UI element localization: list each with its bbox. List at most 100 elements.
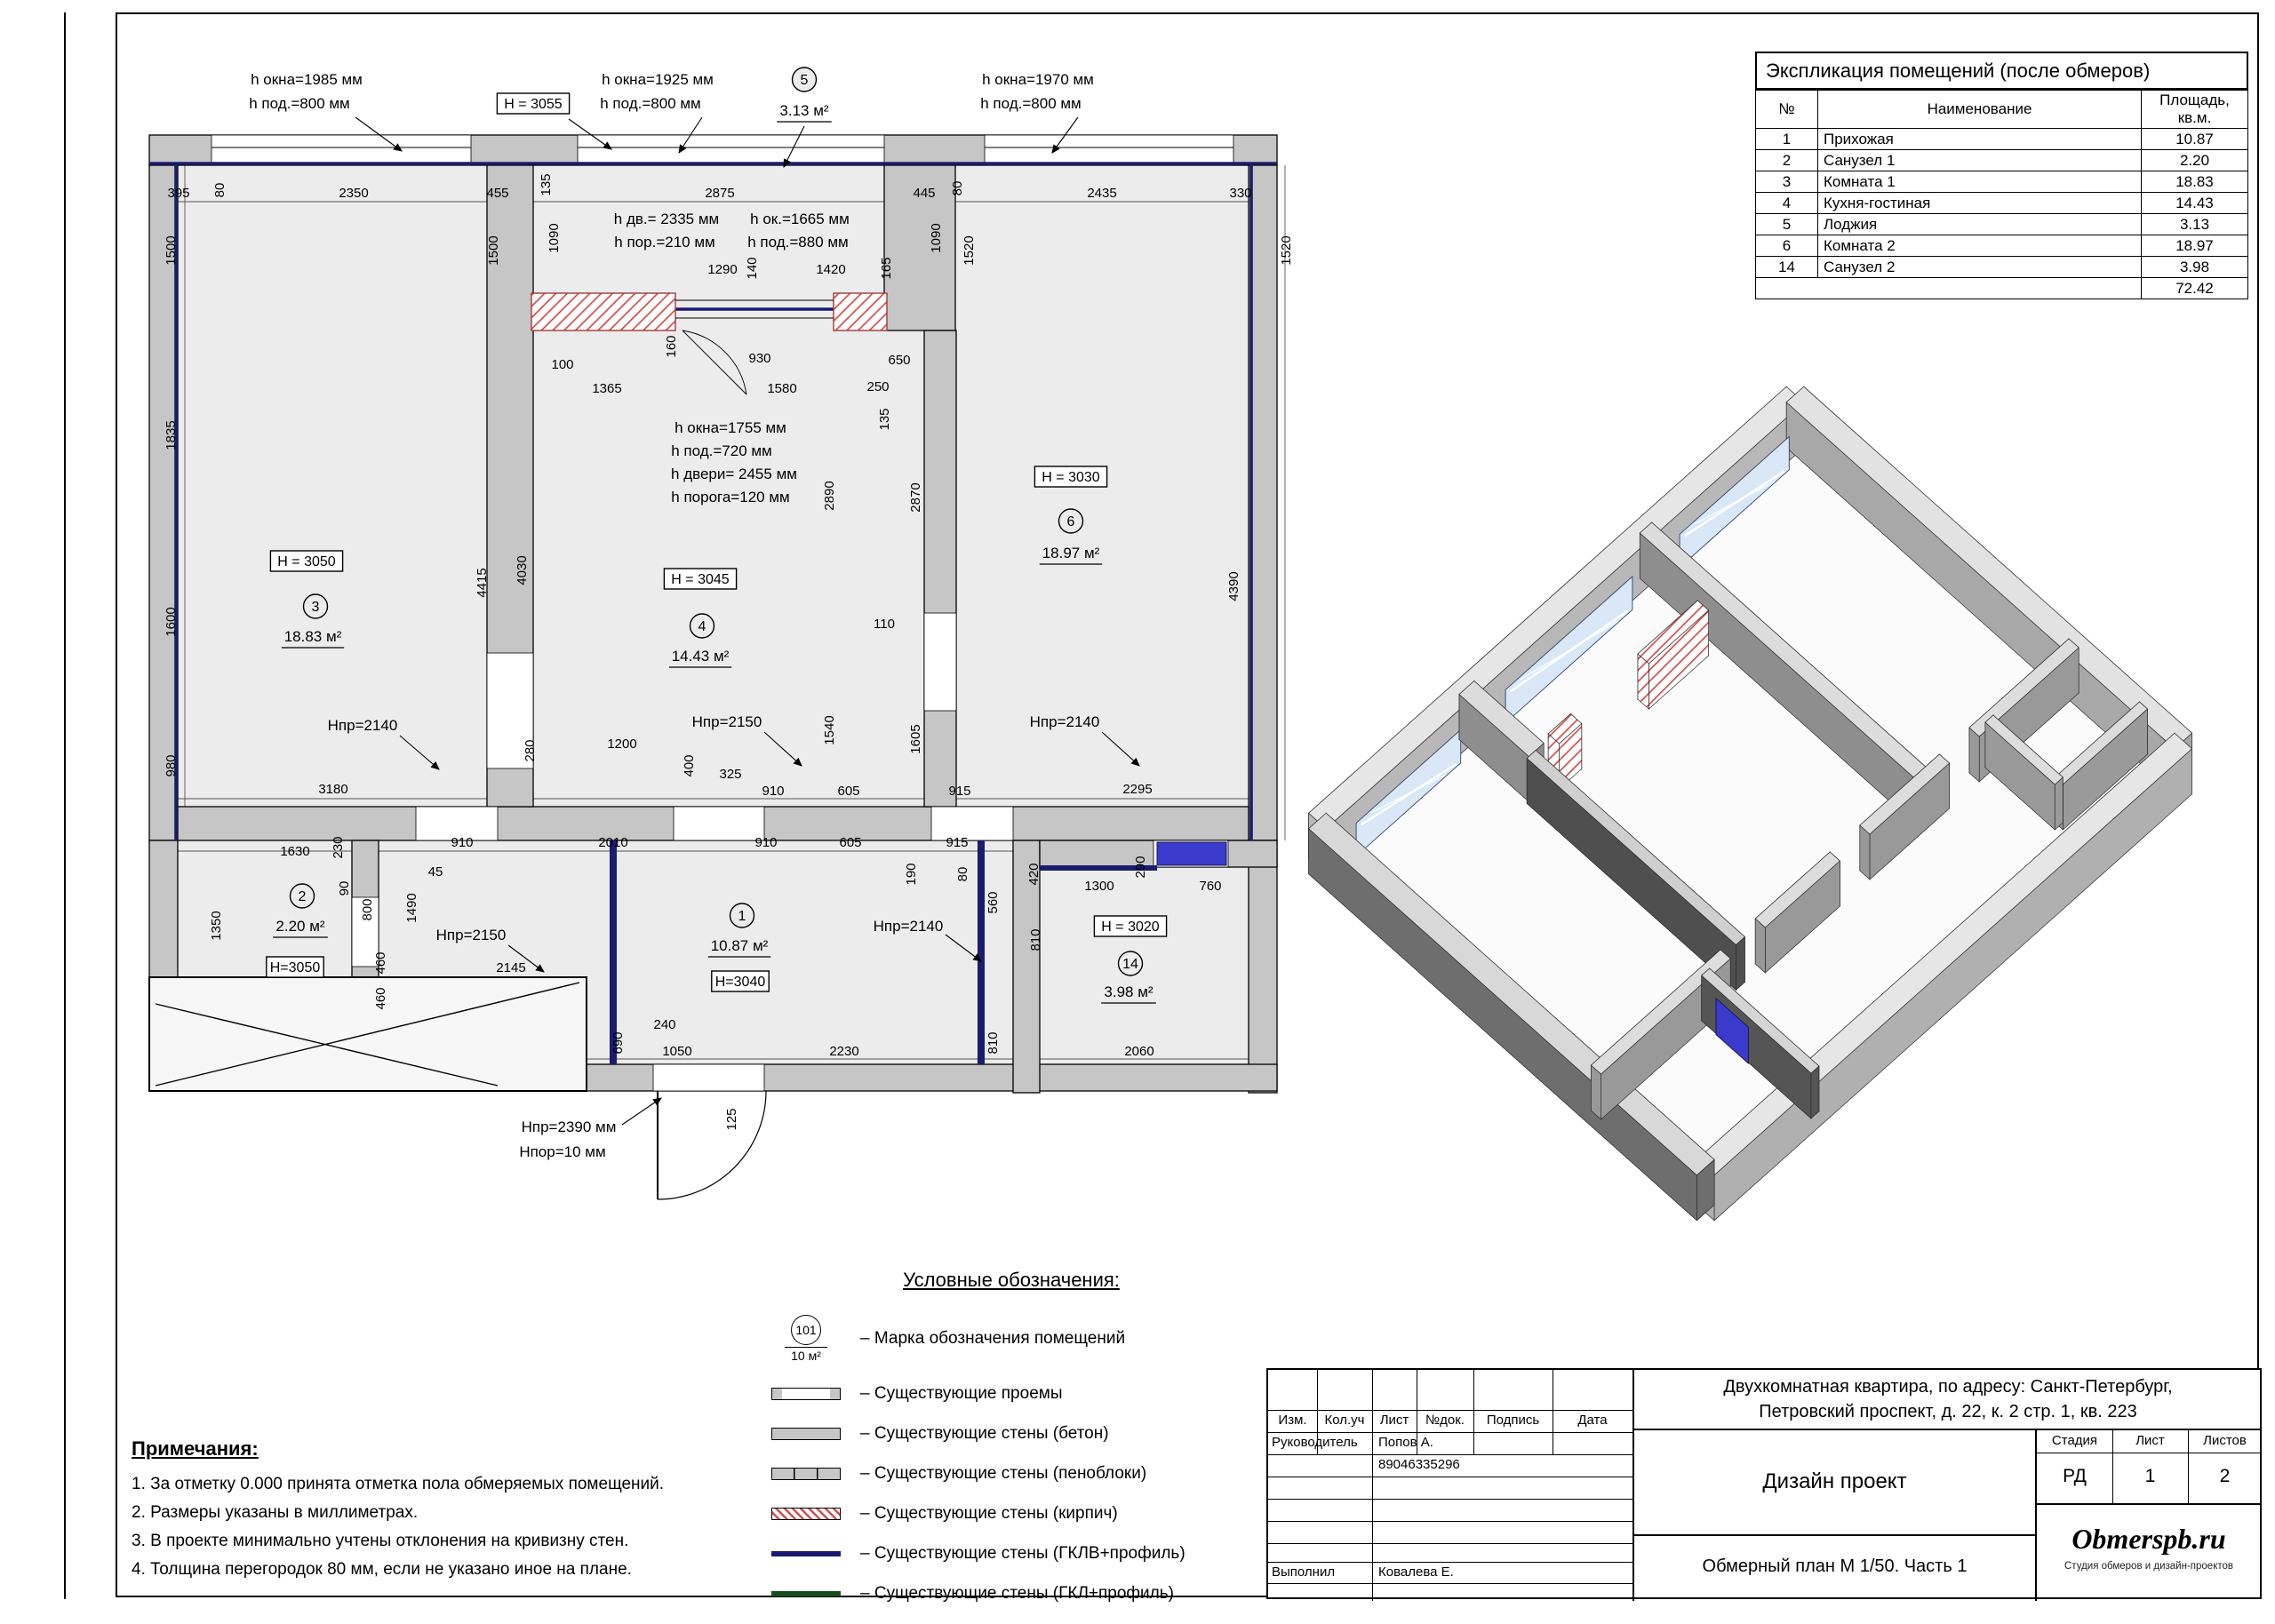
stamp-sheets-value: 2: [2219, 1466, 2231, 1486]
wall-right: [1248, 164, 1278, 841]
legend-marker-label: – Марка обозначения помещений: [860, 1329, 1126, 1348]
title-block: Изм. Кол.уч Лист №док. Подпись Дата Руко…: [1266, 1368, 2262, 1601]
legend-item-label: – Существующие стены (кирпич): [860, 1504, 1118, 1523]
plan-label: 2: [299, 889, 307, 904]
plan-label: 18.83 м²: [284, 628, 342, 645]
room-marker-area: 10 м²: [791, 1349, 821, 1363]
plan-label: 240: [653, 1017, 675, 1032]
plan-label: 2870: [908, 482, 923, 512]
plan-label: H = 3020: [1101, 919, 1159, 935]
stamp-col-koluch: Кол.уч: [1324, 1413, 1365, 1428]
legend-swatch-concrete: [771, 1428, 841, 1440]
legend-item: – Существующие стены (ГКЛ+профиль): [771, 1584, 1251, 1604]
plan-label: 810: [1028, 928, 1043, 951]
stamp-line: [1268, 1521, 1632, 1522]
room-area: 10.87: [2141, 128, 2248, 150]
loggia-door-window: [675, 299, 834, 395]
room-area: 18.83: [2141, 171, 2248, 193]
iso-wall-side: [1968, 727, 1980, 783]
wall-kitchen-room6: [923, 330, 957, 808]
wall-loggia-room6: [883, 164, 956, 331]
plan-label: 2230: [829, 1044, 858, 1059]
plan-label: H=3050: [270, 960, 321, 975]
plan-label: 6: [1067, 514, 1075, 529]
note-item: 2. Размеры указаны в миллиметрах.: [132, 1503, 419, 1522]
window-loggia: [577, 134, 885, 166]
plan-label: 560: [986, 891, 1001, 913]
plan-label: 395: [167, 186, 189, 201]
iso-window-glint: [1520, 621, 1618, 681]
window-room3: [211, 134, 472, 166]
plan-label: 910: [754, 835, 777, 850]
legend-item-label: – Существующие стены (пеноблоки): [860, 1464, 1147, 1483]
plan-label: 930: [748, 351, 770, 366]
plan-label: 80: [950, 181, 965, 196]
plan-label: 2350: [339, 186, 368, 201]
stamp-logo-text: Obmerspb.ru: [2071, 1523, 2226, 1555]
plan-label: 1350: [209, 911, 224, 940]
stamp-col-izm: Изм.: [1278, 1413, 1307, 1428]
plan-label: 1365: [592, 381, 621, 396]
leader-arrows: [355, 116, 1140, 1126]
plan-label: 1540: [822, 715, 837, 744]
stamp-address: Двухкомнатная квартира, по адресу: Санкт…: [1634, 1370, 2262, 1429]
legend-item-label: – Существующие стены (ГКЛ+профиль): [860, 1584, 1174, 1603]
iso-wall-side: [2054, 776, 2063, 831]
stamp-logo: Obmerspb.ru Студия обмеров и дизайн-прое…: [2037, 1503, 2261, 1598]
plan-label: 1500: [486, 235, 501, 265]
room-name: Санузел 1: [1817, 149, 2142, 171]
plan-label: 3180: [318, 782, 347, 797]
brick-wall: [531, 292, 888, 331]
col-header-num: №: [1755, 90, 1818, 129]
room-number: 4: [1755, 192, 1818, 214]
plan-label: 135: [539, 173, 554, 195]
plan-label: 910: [451, 835, 473, 850]
plan-label: 4030: [515, 555, 530, 585]
plan-label: 1290: [707, 262, 737, 277]
legend-item: – Существующие стены (бетон): [771, 1424, 1251, 1444]
stamp-col-list: Лист: [1379, 1413, 1409, 1428]
plan-label: 910: [762, 784, 784, 799]
stamp-role1: Руководитель: [1272, 1435, 1358, 1450]
legend-swatch-gkl: [771, 1591, 841, 1596]
iso-wall-side: [1810, 1065, 1820, 1119]
iso-window-glint: [1370, 774, 1447, 814]
plan-label: 14: [1122, 957, 1138, 972]
plan-label: 2875: [705, 186, 734, 201]
height-label-box: [269, 550, 344, 572]
room-marker-number: 101: [791, 1315, 821, 1345]
height-label-box: [266, 956, 324, 978]
balcony-structure: [148, 976, 587, 1092]
plan-label: 1420: [816, 262, 845, 277]
plan-label: 460: [373, 951, 388, 974]
room-marker-symbol: 101 10 м²: [771, 1315, 841, 1363]
plan-label: 4: [698, 619, 706, 634]
iso-wall-top: [1308, 386, 1805, 830]
stamp-doc-title: Обмерный план М 1/50. Часть 1: [1702, 1556, 1968, 1576]
wall-left: [148, 164, 179, 841]
plan-label: h под.=720 мм: [671, 442, 772, 459]
opening-hall-2: [673, 806, 765, 841]
wall-right-lower: [1248, 840, 1278, 1094]
legend-marker-row: 101 10 м² – Марка обозначения помещений: [771, 1315, 1251, 1363]
stamp-line: [2188, 1430, 2189, 1503]
iso-floor: [1331, 452, 2169, 1200]
plan-label: Hпр=2150: [692, 713, 762, 730]
plan-label: 160: [664, 335, 679, 357]
legend-swatch-brick: [771, 1508, 841, 1520]
height-label-box: [1093, 915, 1168, 937]
plan-label: 110: [874, 617, 895, 632]
plan-label: 330: [1229, 186, 1251, 201]
plan-label: h под.=800 мм: [249, 95, 350, 112]
iso-window: [1505, 575, 1633, 724]
plan-label: H = 3030: [1042, 470, 1099, 485]
sheet-margin-line: [64, 12, 66, 1599]
stamp-sheets-label: Листов: [2203, 1433, 2247, 1448]
plan-label: 690: [611, 1031, 626, 1054]
stamp-line: [1268, 1499, 1632, 1500]
col-header-area: Площадь, кв.м.: [2141, 90, 2248, 129]
room-number: 3: [1755, 171, 1818, 193]
